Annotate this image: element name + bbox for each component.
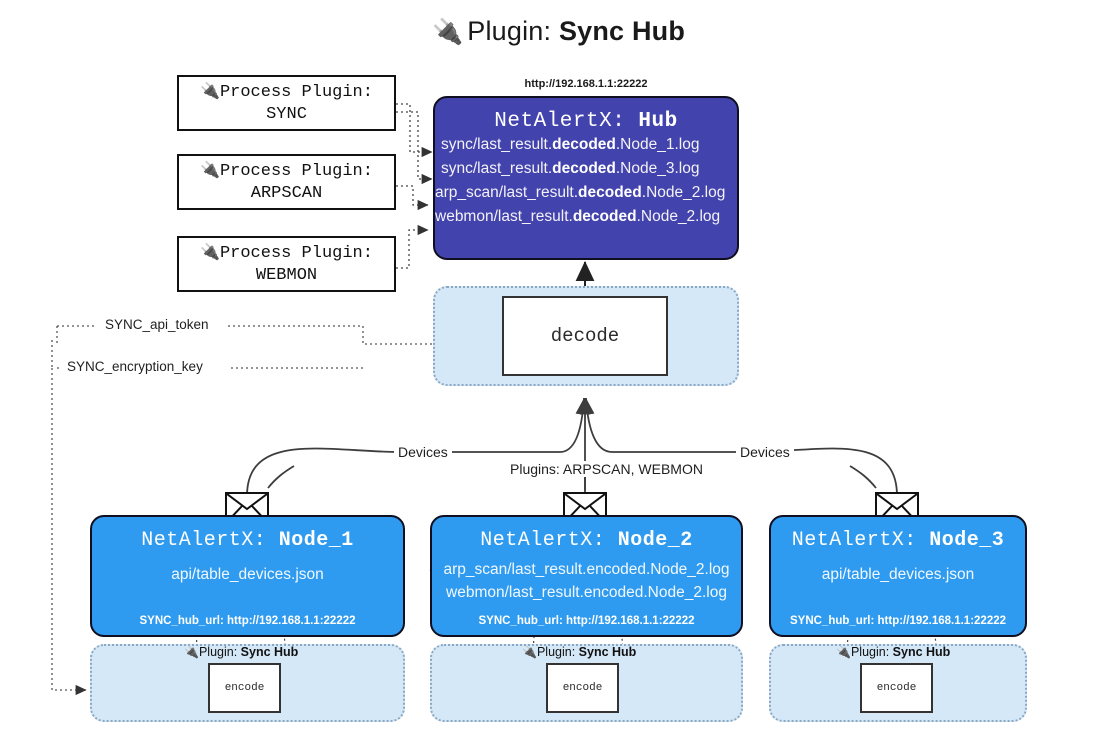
hub-log-line-4: webmon/last_result.decoded.Node_2.log xyxy=(435,208,721,225)
encode-box-node-3[interactable]: encode xyxy=(860,663,933,713)
hub-log-line-2: sync/last_result.decoded.Node_3.log xyxy=(441,160,700,177)
hub-log-line-1: sync/last_result.decoded.Node_1.log xyxy=(441,136,700,153)
node-1-box[interactable]: NetAlertX: Node_1 api/table_devices.json… xyxy=(90,515,405,637)
process-plugin-sync[interactable]: 🔌Process Plugin: SYNC xyxy=(177,75,396,131)
node-1-footer: SYNC_hub_url: http://192.168.1.1:22222 xyxy=(139,615,356,627)
node-2-box[interactable]: NetAlertX: Node_2 arp_scan/last_result.e… xyxy=(430,515,743,637)
encode-box-node-1[interactable]: encode xyxy=(208,663,281,713)
node-1-line-1: api/table_devices.json xyxy=(171,566,324,583)
process-plugin-arpscan-line2: ARPSCAN xyxy=(250,184,323,203)
process-plugin-webmon-line2: WEBMON xyxy=(255,266,318,285)
hub-url: http://192.168.1.1:22222 xyxy=(524,78,648,90)
node-3-footer: SYNC_hub_url: http://192.168.1.1:22222 xyxy=(789,615,1007,627)
plug-icon: 🔌 xyxy=(184,645,199,659)
plug-icon: 🔌 xyxy=(431,18,464,46)
hub-log-line-3: arp_scan/last_result.decoded.Node_2.log xyxy=(435,184,726,201)
node-2-footer: SYNC_hub_url: http://192.168.1.1:22222 xyxy=(478,615,695,627)
page-title-strong: Sync Hub xyxy=(558,16,686,46)
label-sync-api-token: SYNC_api_token xyxy=(100,317,214,332)
node-3-box[interactable]: NetAlertX: Node_3 api/table_devices.json… xyxy=(769,515,1027,637)
plug-icon: 🔌 xyxy=(200,160,220,179)
process-plugin-arpscan-line1: 🔌Process Plugin: xyxy=(200,160,373,181)
label-devices-right: Devices xyxy=(736,444,794,460)
plug-icon: 🔌 xyxy=(836,645,851,659)
hub-title: NetAlertX: Hub xyxy=(494,110,678,133)
encode-plugin-label-node-2: 🔌Plugin: Sync Hub xyxy=(522,645,637,659)
node-2-title: NetAlertX: Node_2 xyxy=(480,529,693,552)
decode-box[interactable]: decode xyxy=(502,296,668,376)
plug-icon: 🔌 xyxy=(522,645,537,659)
node-2-line-2: webmon/last_result.encoded.Node_2.log xyxy=(446,584,727,601)
label-sync-encryption-key: SYNC_encryption_key xyxy=(62,359,208,374)
process-plugin-arpscan[interactable]: 🔌Process Plugin: ARPSCAN xyxy=(177,154,396,210)
label-plugins-center: Plugins: ARPSCAN, WEBMON xyxy=(506,461,707,477)
encode-box-node-2[interactable]: encode xyxy=(546,663,619,713)
node-1-title: NetAlertX: Node_1 xyxy=(141,529,354,552)
process-plugin-webmon-line1: 🔌Process Plugin: xyxy=(200,242,373,263)
plug-icon: 🔌 xyxy=(200,242,220,261)
process-plugin-sync-line2: SYNC xyxy=(266,105,307,124)
plug-icon: 🔌 xyxy=(200,81,220,100)
hub-box[interactable]: NetAlertX: Hub sync/last_result.decoded.… xyxy=(433,96,739,260)
page-title: 🔌Plugin: Sync Hub xyxy=(0,16,1117,47)
node-3-line-1: api/table_devices.json xyxy=(821,566,975,583)
process-plugin-webmon[interactable]: 🔌Process Plugin: WEBMON xyxy=(177,236,396,292)
encode-plugin-label-node-3: 🔌Plugin: Sync Hub xyxy=(836,645,951,659)
node-2-line-1: arp_scan/last_result.encoded.Node_2.log xyxy=(443,561,730,578)
node-3-title: NetAlertX: Node_3 xyxy=(791,529,1005,552)
page-title-prefix: Plugin: xyxy=(467,16,559,46)
encode-plugin-label-node-1: 🔌Plugin: Sync Hub xyxy=(184,645,299,659)
label-devices-left: Devices xyxy=(394,444,452,460)
process-plugin-sync-line1: 🔌Process Plugin: xyxy=(200,81,373,102)
